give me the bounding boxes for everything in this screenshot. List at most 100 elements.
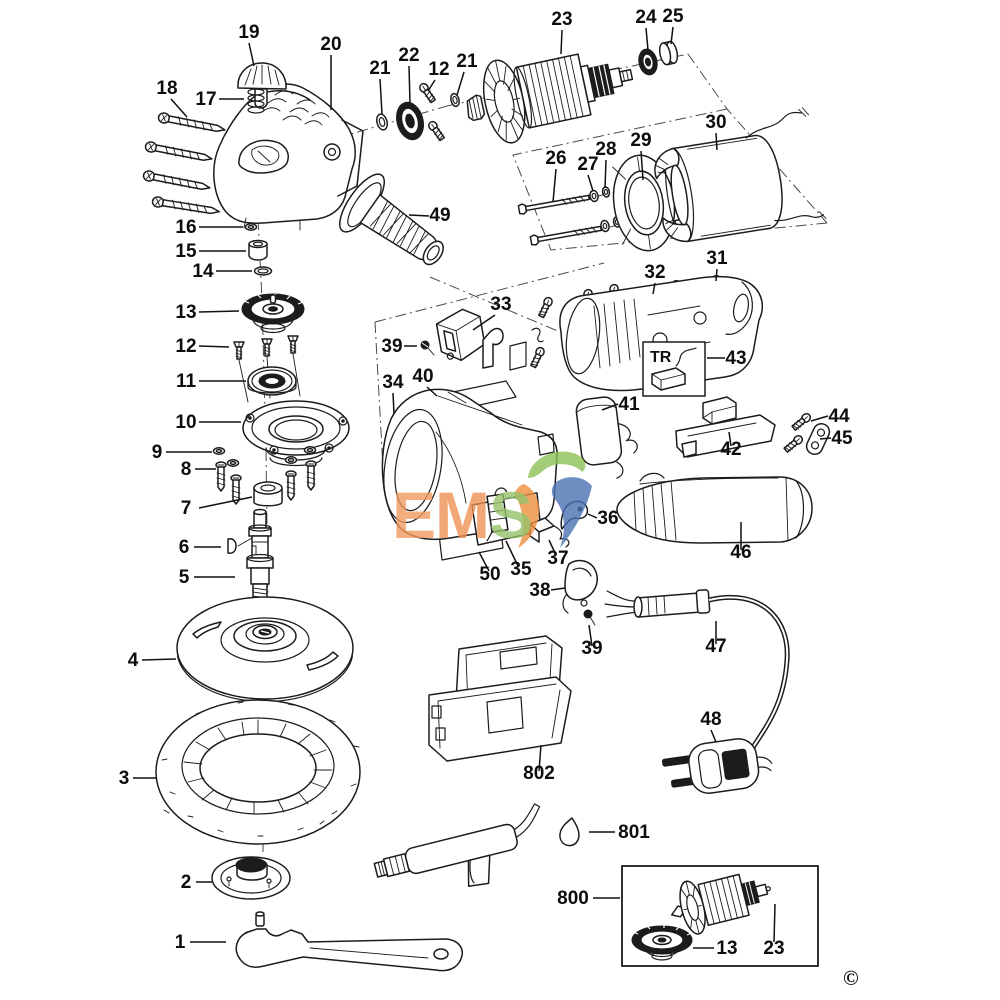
inset-armature-23-drawing — [670, 873, 771, 935]
part-callout-13-56: 13 — [716, 938, 737, 959]
callout-leader-19-0 — [248, 42, 255, 67]
part-callout-801-52: 801 — [618, 822, 650, 843]
spindle-5-drawing — [246, 508, 274, 605]
part-callout-45-35: 45 — [831, 428, 853, 449]
callout-leader-22-5 — [408, 65, 411, 104]
callout-leader-4-48 — [141, 658, 177, 661]
part-callout-38-45: 38 — [529, 580, 550, 601]
callout-leader-42-33 — [728, 431, 732, 447]
part-callout-34-29: 34 — [382, 372, 404, 393]
callout-leader-32-21 — [652, 282, 656, 295]
part-callout-40-28: 40 — [412, 366, 433, 387]
part-callout-43-27: 43 — [725, 348, 746, 369]
part-callout-42-33: 42 — [720, 439, 741, 460]
part-callout-17-3: 17 — [195, 89, 216, 110]
service-kit-800-box — [621, 865, 819, 967]
through-bolts-drawing — [517, 186, 622, 247]
callout-leader-29-14 — [640, 150, 644, 181]
brush-35-drawing — [486, 487, 509, 542]
part-callout-26-11: 26 — [545, 148, 566, 169]
parts-drawing: TR — [141, 40, 831, 972]
baffle-29-drawing — [612, 154, 690, 252]
part-callout-32-21: 32 — [644, 262, 665, 283]
part-callout-7-37: 7 — [181, 498, 192, 519]
gear-13-drawing — [241, 293, 305, 334]
part-callout-24-9: 24 — [635, 7, 657, 28]
callout-leader-12-25 — [198, 345, 230, 348]
callout-leader-24-9 — [645, 27, 649, 51]
part-callout-50-42: 50 — [479, 564, 500, 585]
callout-leader-23-57 — [773, 903, 776, 943]
callout-leader-802-50 — [538, 744, 542, 772]
part-callout-18-2: 18 — [156, 78, 177, 99]
plug-48-drawing — [661, 738, 773, 794]
part-callout-49-17: 49 — [429, 205, 450, 226]
callout-leader-21-7 — [456, 71, 465, 96]
key-6-drawing — [227, 537, 253, 554]
part-callout-21-4: 21 — [369, 58, 391, 79]
screw-39b-drawing — [583, 609, 596, 626]
callout-leader-45-35 — [819, 437, 832, 440]
part-callout-28-13: 28 — [595, 139, 616, 160]
watermark-figure — [514, 451, 592, 548]
part-callout-29-14: 29 — [630, 130, 651, 151]
washer-21-drawing — [375, 113, 389, 131]
callout-leader-31-20 — [715, 268, 718, 282]
part-callout-3-51: 3 — [119, 768, 130, 789]
housing-screws-drawing — [141, 111, 227, 218]
part-callout-800-54: 800 — [557, 888, 589, 909]
part-callout-27-12: 27 — [577, 154, 598, 175]
part-callout-15-18: 15 — [175, 241, 197, 262]
part-callout-36-38: 36 — [597, 508, 618, 529]
bearing-flange-10-drawing — [242, 400, 350, 467]
part-callout-16-16: 16 — [175, 217, 196, 238]
callout-leader-39-46 — [588, 624, 593, 647]
callout-leader-33-23 — [472, 314, 496, 331]
part-callout-5-41: 5 — [179, 567, 190, 588]
bearing-11-drawing — [247, 366, 297, 396]
callout-leader-7-37 — [198, 496, 253, 509]
part-callout-12-6: 12 — [428, 59, 449, 80]
part-callout-20-1: 20 — [320, 34, 341, 55]
part-callout-25-10: 25 — [662, 6, 684, 27]
armature-drawing — [466, 53, 634, 144]
callout-leader-35-43 — [505, 540, 519, 567]
part-callout-6-40: 6 — [179, 537, 190, 558]
callout-leader-13-22 — [198, 310, 240, 313]
callout-leader-41-31 — [601, 403, 619, 411]
pin-wrench-1-drawing — [235, 911, 463, 972]
part-callout-14-19: 14 — [192, 261, 214, 282]
part-callout-44-34: 44 — [828, 406, 850, 427]
cord-clamp-45-drawing — [805, 422, 831, 456]
part-callout-23-8: 23 — [551, 9, 572, 30]
callout-leader-44-34 — [810, 415, 829, 422]
part-callout-13-22: 13 — [175, 302, 196, 323]
lever-38-drawing — [562, 559, 598, 614]
gear-head-housing-drawing — [213, 83, 364, 231]
field-stator-drawing — [654, 107, 827, 243]
watermark-figure-green — [528, 451, 586, 478]
callout-leader-40-28 — [426, 386, 438, 397]
motor-housing-top-drawing — [559, 275, 764, 392]
flange-nut-2-drawing — [211, 856, 291, 900]
callout-leader-23-8 — [560, 29, 563, 55]
callout-leader-50-42 — [478, 551, 490, 572]
watermark-figure-orange — [514, 484, 540, 548]
knob-drawing — [237, 62, 287, 109]
part-callout-12-25: 12 — [175, 336, 196, 357]
brush-holder-33-drawing — [435, 308, 486, 362]
cord-47-drawing — [604, 589, 790, 754]
callout-leader-48-49 — [710, 729, 717, 743]
tr-callout-box: TR — [642, 341, 706, 397]
inset-gear-13-drawing — [631, 925, 693, 961]
part-callout-33-23: 33 — [490, 294, 511, 315]
part-callout-48-49: 48 — [700, 709, 721, 730]
bearing-22-drawing — [396, 101, 424, 141]
callout-leader-49-17 — [408, 214, 430, 217]
part-callout-46-39: 46 — [730, 542, 751, 563]
grease-gun-801-drawing — [373, 803, 580, 888]
callout-leader-34-29 — [392, 392, 395, 415]
part-callout-10-30: 10 — [175, 412, 196, 433]
